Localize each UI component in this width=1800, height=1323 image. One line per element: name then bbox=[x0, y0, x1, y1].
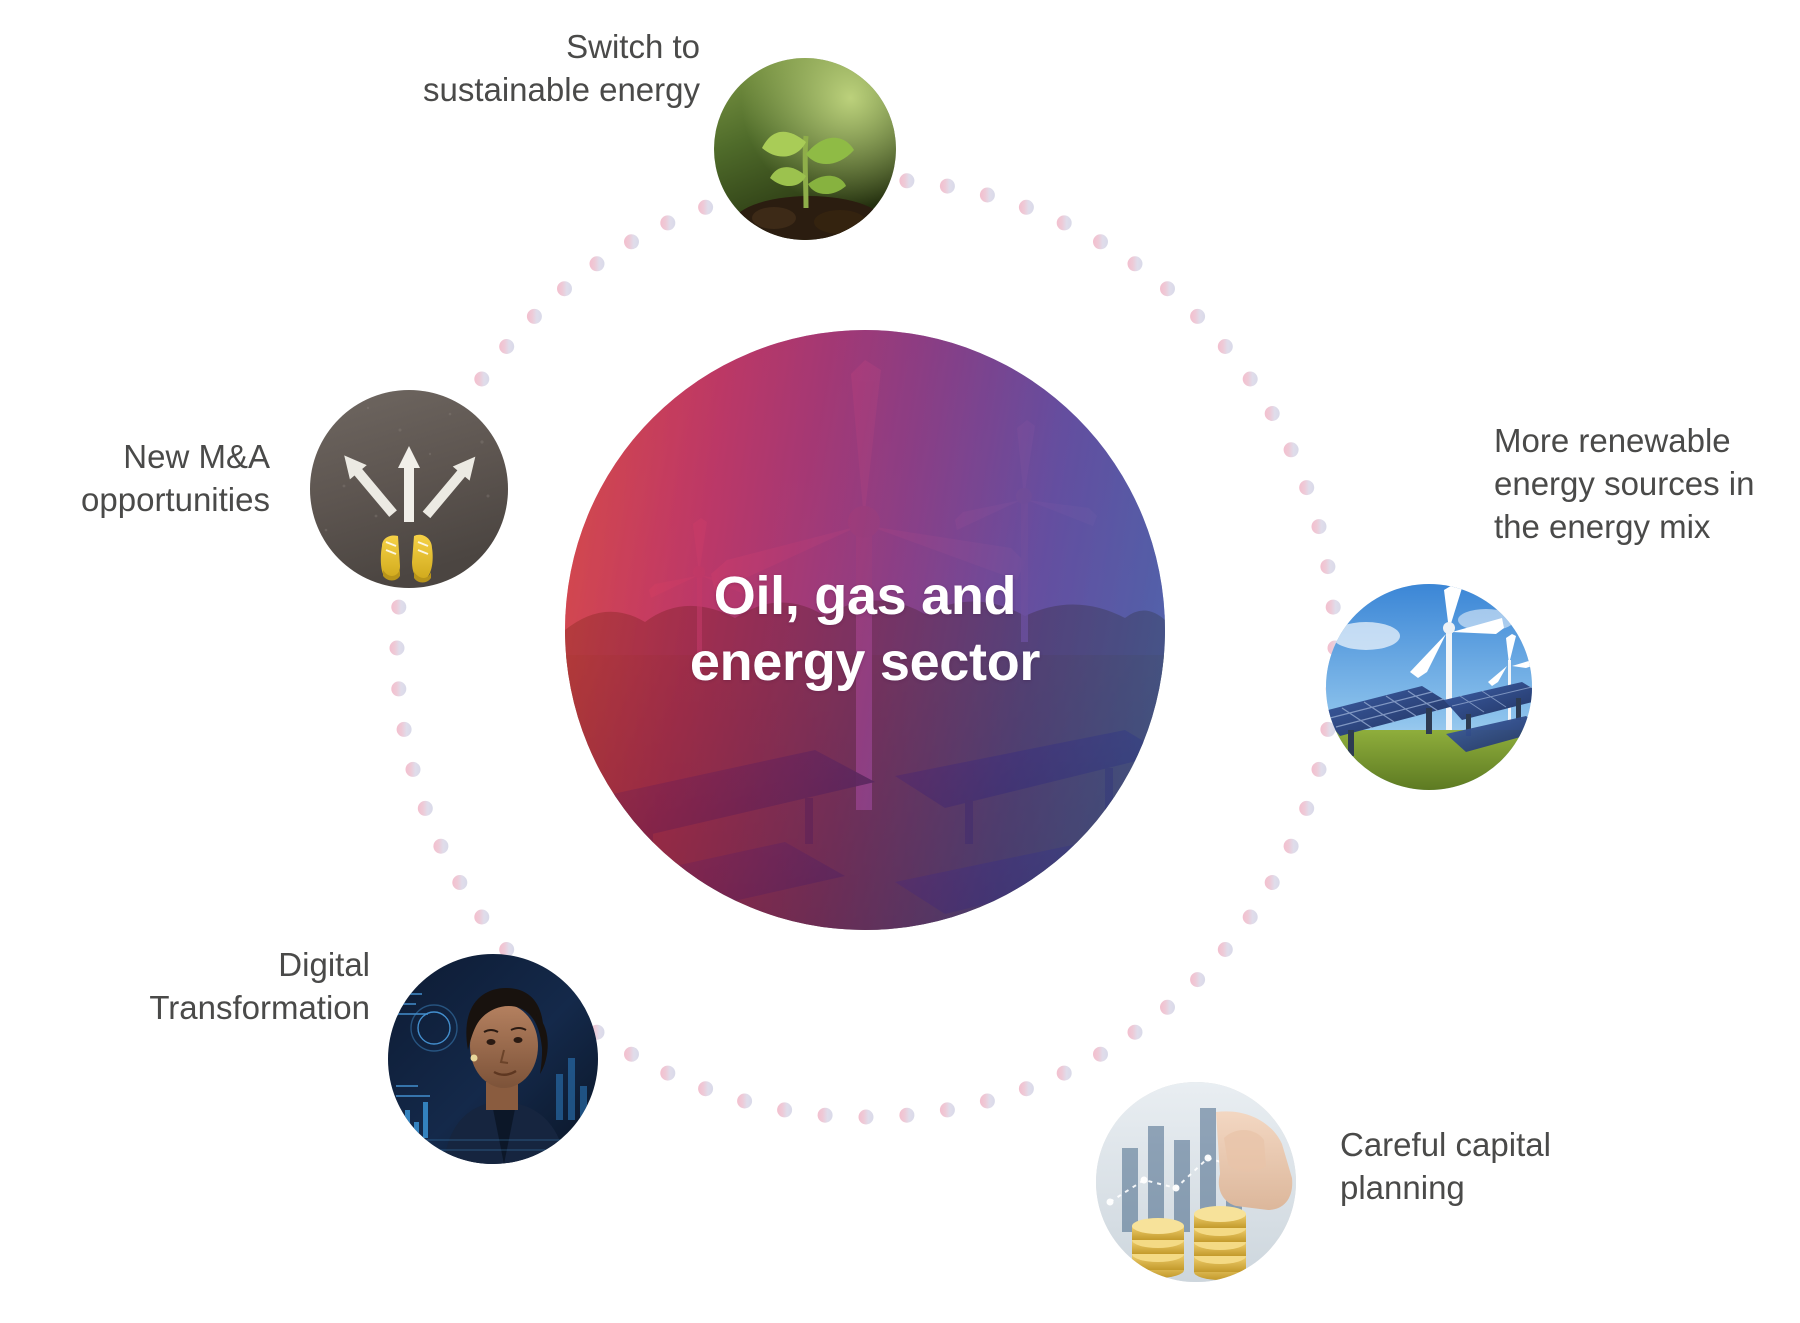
ring-dot bbox=[1264, 875, 1280, 890]
ring-dot bbox=[391, 681, 407, 697]
node-label-careful-capital-planning: Careful capital planning bbox=[1340, 1126, 1551, 1206]
ring-dot bbox=[396, 721, 412, 737]
ring-dot bbox=[939, 1102, 955, 1118]
ring-dot bbox=[1283, 838, 1299, 854]
center-title-line1: Oil, gas and bbox=[713, 566, 1017, 627]
ring-dot bbox=[474, 909, 490, 925]
ring-dot bbox=[899, 1107, 915, 1123]
ring-dot bbox=[391, 599, 407, 615]
ring-dot bbox=[1018, 1081, 1034, 1097]
ring-dot bbox=[452, 875, 468, 890]
node-image-more-renewable-energy[interactable] bbox=[1326, 584, 1532, 790]
center-title-line2: energy sector bbox=[689, 632, 1041, 692]
ring-dot bbox=[433, 838, 449, 854]
node-label-new-ma-opportunities: New M&A opportunities bbox=[81, 438, 270, 518]
ring-dot bbox=[777, 1102, 793, 1118]
ring-dot bbox=[624, 1046, 639, 1062]
center-circle: Oil, gas and energy sector bbox=[565, 330, 1165, 930]
ring-dot bbox=[698, 199, 714, 215]
ring-dot bbox=[1093, 234, 1108, 250]
ring-dot bbox=[939, 178, 955, 194]
ring-dot bbox=[817, 1107, 833, 1123]
node-image-careful-capital-planning[interactable] bbox=[1096, 1082, 1296, 1282]
ring-dot bbox=[1127, 1024, 1143, 1040]
ring-dot bbox=[1299, 480, 1315, 496]
node-label-digital-transformation: Digital Transformation bbox=[149, 946, 370, 1026]
ring-dot bbox=[1217, 339, 1233, 354]
ring-dot bbox=[624, 234, 639, 250]
ring-dot bbox=[1283, 442, 1299, 458]
ring-dot bbox=[526, 308, 542, 324]
ring-dot bbox=[1093, 1046, 1108, 1062]
ring-dot bbox=[698, 1081, 714, 1097]
ring-dot bbox=[589, 256, 605, 272]
center-gradient-overlay-2 bbox=[565, 330, 1165, 930]
ring-dot bbox=[1242, 371, 1258, 387]
ring-dot bbox=[1160, 999, 1175, 1015]
ring-dot bbox=[1018, 199, 1034, 215]
ring-dot bbox=[499, 339, 515, 354]
ring-dot bbox=[1127, 256, 1143, 272]
ring-dot bbox=[405, 761, 421, 777]
node-image-digital-transformation[interactable] bbox=[388, 954, 598, 1164]
ring-dot bbox=[1320, 559, 1336, 575]
ring-dot bbox=[737, 1093, 753, 1109]
ring-dot bbox=[1190, 308, 1206, 324]
ring-dot bbox=[417, 800, 433, 816]
ring-dot bbox=[557, 281, 572, 297]
ring-dot bbox=[979, 187, 995, 203]
ring-dot bbox=[1242, 909, 1258, 925]
ring-dot bbox=[1160, 281, 1175, 297]
node-label-switch-sustainable-energy: Switch to sustainable energy bbox=[422, 28, 700, 108]
ring-dot bbox=[1299, 800, 1315, 816]
ring-dot bbox=[1056, 215, 1072, 231]
node-label-more-renewable-energy: More renewable energy sources in the ene… bbox=[1494, 422, 1755, 545]
ring-dot bbox=[1311, 519, 1327, 535]
node-image-switch-sustainable-energy[interactable] bbox=[714, 58, 896, 240]
ring-dot bbox=[1190, 972, 1206, 988]
ring-dot bbox=[474, 371, 490, 387]
ring-dot bbox=[1217, 942, 1233, 957]
ring-dot bbox=[660, 215, 676, 231]
ring-dot bbox=[858, 1109, 874, 1125]
ring-dot bbox=[389, 640, 405, 656]
ring-dot bbox=[1056, 1065, 1072, 1081]
ring-dot bbox=[660, 1065, 676, 1081]
ring-dot bbox=[979, 1093, 995, 1109]
ring-dot bbox=[1264, 406, 1280, 421]
ring-dot bbox=[899, 173, 915, 189]
ring-dot bbox=[1311, 761, 1327, 777]
ring-dot bbox=[1325, 599, 1341, 615]
center-title: Oil, gas and energy sector bbox=[689, 564, 1041, 696]
node-image-new-ma-opportunities[interactable] bbox=[310, 390, 508, 588]
